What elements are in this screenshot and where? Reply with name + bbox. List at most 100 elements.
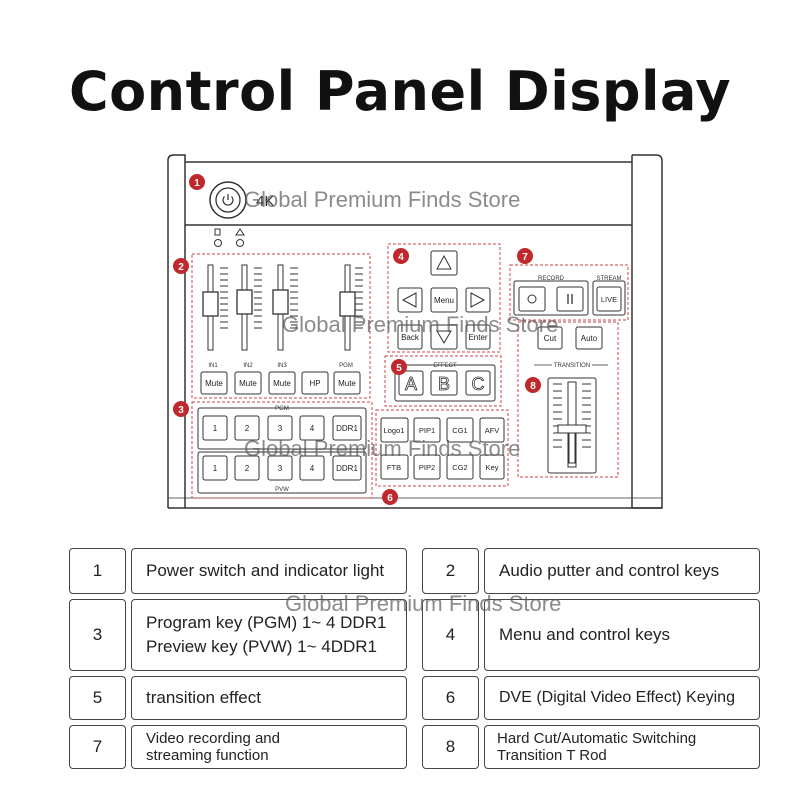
badge-5 — [391, 359, 407, 375]
pvw-group — [197, 451, 367, 494]
fader-label: IN2 — [243, 363, 253, 369]
cut-button[interactable] — [537, 326, 563, 350]
hp-button[interactable] — [301, 371, 329, 395]
record-circle-icon — [527, 294, 537, 304]
stream-label: STREAM — [596, 276, 621, 282]
triangle-down-icon — [436, 330, 452, 344]
effect-button-label: A — [405, 374, 417, 394]
stream-group — [592, 280, 626, 316]
device-body — [167, 154, 663, 509]
badge-number: 7 — [522, 252, 528, 263]
pvw-button-label: DDR1 — [336, 464, 358, 473]
triangle-left-icon — [401, 292, 417, 308]
mute-button[interactable] — [234, 371, 262, 395]
triangle-up-icon — [436, 254, 452, 270]
auto-button-label: Auto — [581, 334, 598, 343]
section-frames — [191, 243, 629, 499]
legend-description: transition effect — [131, 676, 407, 720]
audio-faders[interactable] — [202, 264, 363, 351]
effect-button-a[interactable] — [398, 370, 424, 396]
badge-number: 4 — [398, 252, 404, 263]
badge-number: 6 — [387, 493, 393, 504]
legend-description: Menu and control keys — [484, 599, 760, 671]
pgm-button-ddr1[interactable] — [332, 415, 362, 441]
effect-button-c[interactable] — [465, 370, 491, 396]
legend-line: Transition T Rod — [497, 747, 607, 764]
dve-button-label: PIP2 — [419, 463, 435, 472]
dve-button-cg2[interactable] — [446, 454, 474, 480]
dve-button-ftb[interactable] — [380, 454, 409, 480]
dve-button-key[interactable] — [479, 454, 505, 480]
power-button[interactable] — [209, 181, 247, 219]
arrow-right-button[interactable] — [465, 287, 491, 313]
badge-number: 5 — [396, 363, 402, 374]
pgm-button-label: 2 — [245, 424, 250, 433]
badge-3 — [173, 401, 189, 417]
legend-number: 1 — [69, 548, 126, 594]
dve-button-logo1[interactable] — [380, 417, 409, 443]
pvw-button-4[interactable] — [299, 455, 325, 481]
legend-line: Video recording and — [146, 729, 280, 747]
dve-button-pip2[interactable] — [413, 454, 441, 480]
menu-button[interactable] — [430, 287, 458, 313]
dve-button-label: Logo1 — [384, 426, 405, 435]
mute-button[interactable] — [333, 371, 361, 395]
mute-button-label: Mute — [239, 379, 257, 388]
badge-6 — [382, 489, 398, 505]
dve-button-label: FTB — [387, 463, 401, 472]
pgm-button-label: DDR1 — [336, 424, 358, 433]
pgm-button-label: 4 — [310, 424, 315, 433]
enter-button[interactable] — [465, 324, 491, 350]
auto-button[interactable] — [575, 326, 603, 350]
dve-button-pip1[interactable] — [413, 417, 441, 443]
arrow-left-button[interactable] — [397, 287, 423, 313]
brand-logo: 4K — [256, 193, 274, 210]
pvw-button-label: 4 — [310, 464, 315, 473]
legend-number: 8 — [422, 725, 479, 769]
pause-button[interactable] — [556, 286, 584, 312]
effect-button-label: C — [472, 374, 485, 394]
transition-label: TRANSITION — [554, 363, 590, 369]
fader-label: IN3 — [277, 363, 287, 369]
back-button[interactable] — [397, 324, 423, 350]
live-button-label: LIVE — [601, 295, 617, 304]
pvw-button-label: 1 — [213, 464, 218, 473]
pvw-button-label: 2 — [245, 464, 250, 473]
effect-button-b[interactable] — [430, 370, 458, 396]
pgm-button-3[interactable] — [267, 415, 293, 441]
legend-description: Hard Cut/Automatic Switching Transition … — [484, 725, 760, 769]
dve-button-cg1[interactable] — [446, 417, 474, 443]
pgm-group — [197, 407, 367, 450]
dve-button-afv[interactable] — [479, 417, 505, 443]
mute-button[interactable] — [268, 371, 296, 395]
t-bar-lever[interactable] — [547, 377, 597, 474]
legend-description: Program key (PGM) 1~ 4 DDR1 Preview key … — [131, 599, 407, 671]
legend-line: Hard Cut/Automatic Switching — [497, 729, 697, 747]
watermark: Global Premium Finds Store — [244, 436, 521, 461]
legend-number: 2 — [422, 548, 479, 594]
pvw-button-3[interactable] — [267, 455, 293, 481]
dve-button-label: CG1 — [452, 426, 467, 435]
hp-button-label: HP — [309, 379, 320, 388]
badge-number: 1 — [194, 178, 200, 189]
mute-button[interactable] — [200, 371, 228, 395]
pgm-button-1[interactable] — [202, 415, 228, 441]
pgm-button-4[interactable] — [299, 415, 325, 441]
badge-8 — [525, 377, 541, 393]
legend-description: DVE (Digital Video Effect) Keying — [484, 676, 760, 720]
pvw-button-1[interactable] — [202, 455, 228, 481]
record-button[interactable] — [518, 286, 546, 312]
legend-line: Preview key (PVW) 1~ 4DDR1 — [146, 637, 377, 656]
pgm-button-2[interactable] — [234, 415, 260, 441]
badge-4 — [393, 248, 409, 264]
legend-description: Power switch and indicator light — [131, 548, 407, 594]
pvw-button-2[interactable] — [234, 455, 260, 481]
pvw-button-ddr1[interactable] — [332, 455, 362, 481]
number-badges — [173, 174, 541, 505]
effect-label: EFFECT — [433, 363, 457, 369]
legend-number: 3 — [69, 599, 126, 671]
record-group — [513, 280, 589, 316]
live-button[interactable] — [596, 286, 622, 312]
arrow-up-button[interactable] — [430, 250, 458, 276]
legend-number: 7 — [69, 725, 126, 769]
